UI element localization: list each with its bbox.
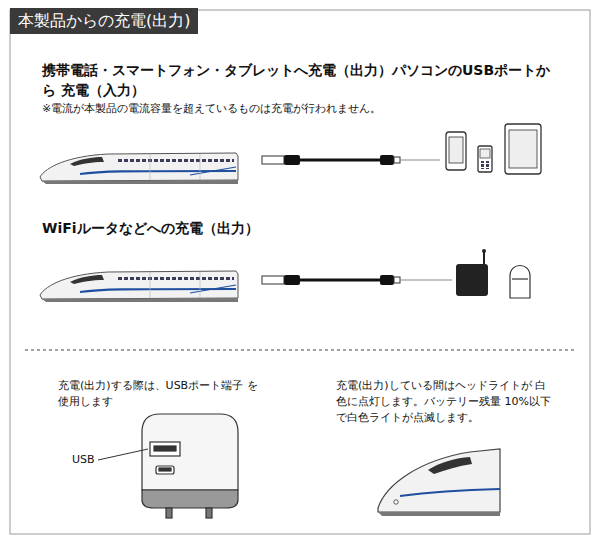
- light-note: 充電(出力)している間はヘッドライトが 白色に点灯します。バッテリー残量 10%…: [336, 378, 551, 426]
- section-heading: 携帯電話・スマートフォン・タブレットへ充電（出力）パソコンのUSBポートから 充…: [42, 60, 562, 101]
- usage-note: 充電(出力)する際は、USBポート端子 を使用します: [58, 378, 258, 410]
- phones: [446, 124, 541, 174]
- adapter-figure: [142, 414, 238, 518]
- wifi-device: [510, 266, 530, 299]
- usb-cable: [262, 275, 400, 285]
- router: [456, 249, 488, 296]
- frame: [10, 10, 590, 534]
- usb-cable: [262, 155, 400, 165]
- separator: [25, 350, 575, 351]
- train-nose: [378, 449, 500, 516]
- section-heading: WiFiルータなどへの充電（出力）: [42, 218, 442, 238]
- leader-line: [98, 449, 148, 460]
- title-bar: 本製品からの充電(出力): [10, 8, 198, 34]
- note-text: ※電流が本製品の電流容量を超えているものは充電が行われません。: [42, 101, 562, 117]
- train-figure: [40, 153, 238, 184]
- train-figure: [40, 271, 238, 302]
- port-label: USB: [72, 452, 95, 468]
